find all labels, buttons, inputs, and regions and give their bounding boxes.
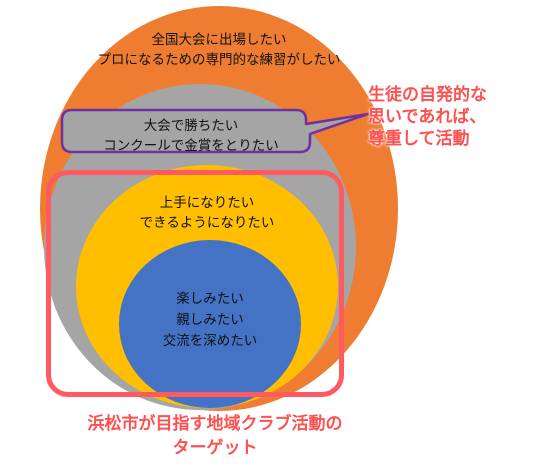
ring-inner-line-1: 楽しみたい [176, 291, 244, 307]
ring-third-text: 上手になりたい できるようになりたい [76, 193, 338, 233]
callout-line-2: 思いであれば、 [368, 107, 487, 127]
ring-outer-text: 全国大会に出場したい プロになるための専門的な練習がしたい [40, 30, 398, 70]
ring-inner [119, 240, 301, 408]
callout-line-3: 尊重して活動 [368, 129, 470, 149]
target-label: 浜松市が目指す地域クラブ活動の ターゲット [0, 412, 430, 460]
target-frame [46, 170, 344, 397]
ring-outer-line-2: プロになるための専門的な練習がしたい [97, 52, 341, 68]
ring-second-line-1: 大会で勝ちたい [143, 118, 239, 134]
ring-inner-line-2: 親しみたい [176, 312, 244, 328]
ring-inner-text: 楽しみたい 親しみたい 交流を深めたい [119, 289, 301, 352]
ring-outer-line-1: 全国大会に出場したい [151, 32, 287, 48]
callout-bubble-outline [60, 108, 370, 154]
ring-third-line-2: できるようになりたい [139, 215, 275, 231]
callout-text: 生徒の自発的な 思いであれば、 尊重して活動 [368, 84, 487, 150]
target-label-line-1: 浜松市が目指す地域クラブ活動の [87, 414, 343, 434]
callout-line-1: 生徒の自発的な [368, 85, 487, 105]
target-label-line-2: ターゲット [172, 438, 258, 458]
ring-inner-line-3: 交流を深めたい [162, 333, 258, 349]
ring-second-text: 大会で勝ちたい コンクールで金賞をとりたい [60, 116, 322, 156]
ring-third-line-1: 上手になりたい [159, 195, 255, 211]
ring-second-line-2: コンクールで金賞をとりたい [103, 138, 279, 154]
